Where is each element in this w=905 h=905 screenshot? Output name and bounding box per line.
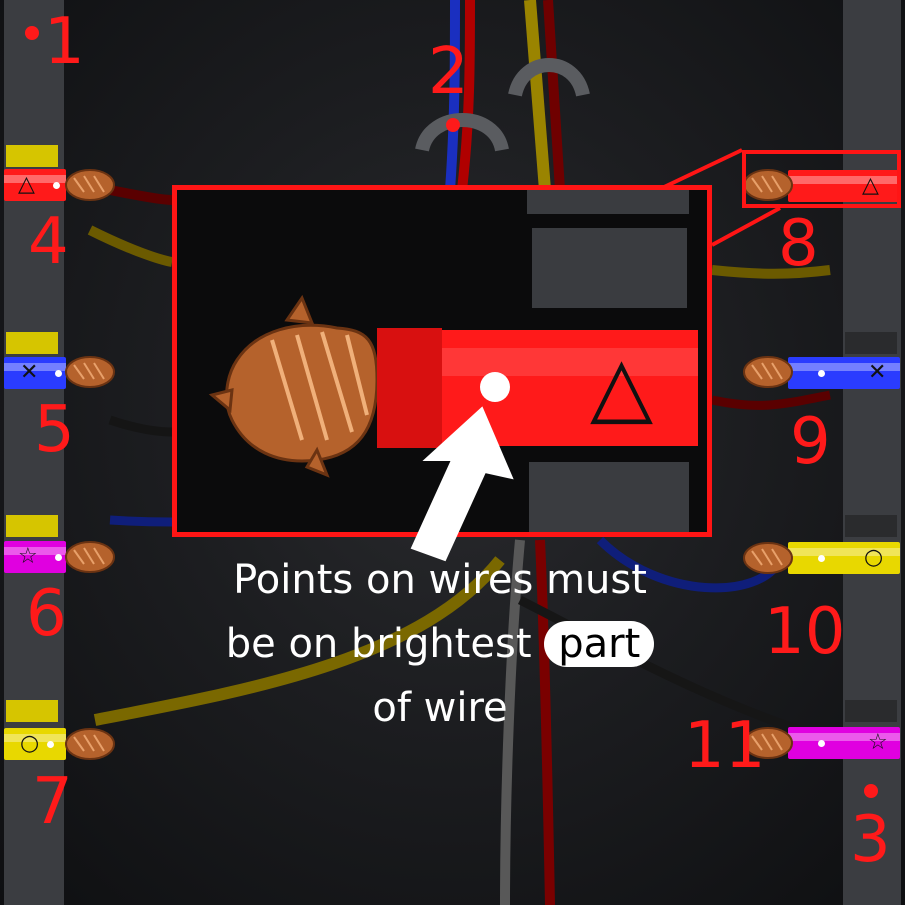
zoom-panel-block	[532, 228, 687, 308]
star-icon: ☆	[18, 544, 38, 569]
triangle-icon: △	[18, 172, 35, 197]
left-indicator-4	[6, 700, 58, 722]
caption-line-2-text: be on brightest	[225, 621, 532, 667]
circle-icon: ○	[20, 731, 40, 756]
label-3: 3	[850, 803, 891, 877]
left-indicator-3	[6, 515, 58, 537]
cross-icon: ✕	[868, 360, 887, 385]
point-marker-1	[25, 26, 39, 40]
label-11: 11	[684, 709, 766, 783]
label-10: 10	[764, 595, 846, 669]
wire-point	[55, 370, 62, 377]
caption-highlight: part	[544, 621, 655, 667]
zoom-panel-block	[527, 190, 689, 214]
star-icon: ☆	[868, 730, 888, 755]
label-1: 1	[44, 5, 85, 79]
caption-line-1: Points on wires must	[233, 557, 647, 603]
triangle-icon: △	[590, 339, 654, 434]
label-2: 2	[428, 35, 469, 109]
right-wire-magenta[interactable]: ☆	[788, 727, 900, 759]
left-wire-red[interactable]: △	[4, 169, 66, 201]
left-wire-magenta[interactable]: ☆	[4, 541, 66, 573]
zoom-wire-collar	[377, 328, 442, 448]
point-marker-2	[446, 118, 460, 132]
zoom-copper	[208, 294, 379, 478]
wire-point	[47, 741, 54, 748]
right-wire-yellow[interactable]: ○	[788, 542, 900, 574]
caption-line-2: be on brightest part	[170, 612, 710, 676]
wire-point	[818, 370, 825, 377]
label-4: 4	[28, 205, 69, 279]
wire-point	[818, 555, 825, 562]
left-wire-blue[interactable]: ✕	[4, 357, 66, 389]
left-indicator-2	[6, 332, 58, 354]
label-9: 9	[790, 405, 831, 479]
right-indicator-3	[845, 515, 897, 537]
label-8: 8	[778, 207, 819, 281]
right-wire-blue[interactable]: ✕	[788, 357, 900, 389]
right-indicator-2	[845, 332, 897, 354]
label-6: 6	[26, 577, 67, 651]
caption: Points on wires must be on brightest par…	[170, 548, 710, 740]
cross-icon: ✕	[20, 360, 39, 385]
left-wire-yellow[interactable]: ○	[4, 728, 66, 760]
zoom-panel-block	[529, 462, 689, 532]
wire-point	[53, 182, 60, 189]
callout-box	[742, 150, 901, 208]
zoom-inset: △	[172, 185, 712, 537]
wire-point	[55, 554, 62, 561]
caption-line-3: of wire	[372, 685, 508, 731]
point-marker-3	[864, 784, 878, 798]
triangle-icon: △	[862, 173, 879, 198]
label-7: 7	[32, 765, 73, 839]
circle-icon: ○	[864, 545, 884, 570]
label-5: 5	[34, 393, 75, 467]
right-indicator-4	[845, 700, 897, 722]
right-wire-red[interactable]: △	[788, 170, 900, 202]
left-indicator-1	[6, 145, 58, 167]
wire-point	[818, 740, 825, 747]
zoom-wire-point	[480, 372, 510, 402]
